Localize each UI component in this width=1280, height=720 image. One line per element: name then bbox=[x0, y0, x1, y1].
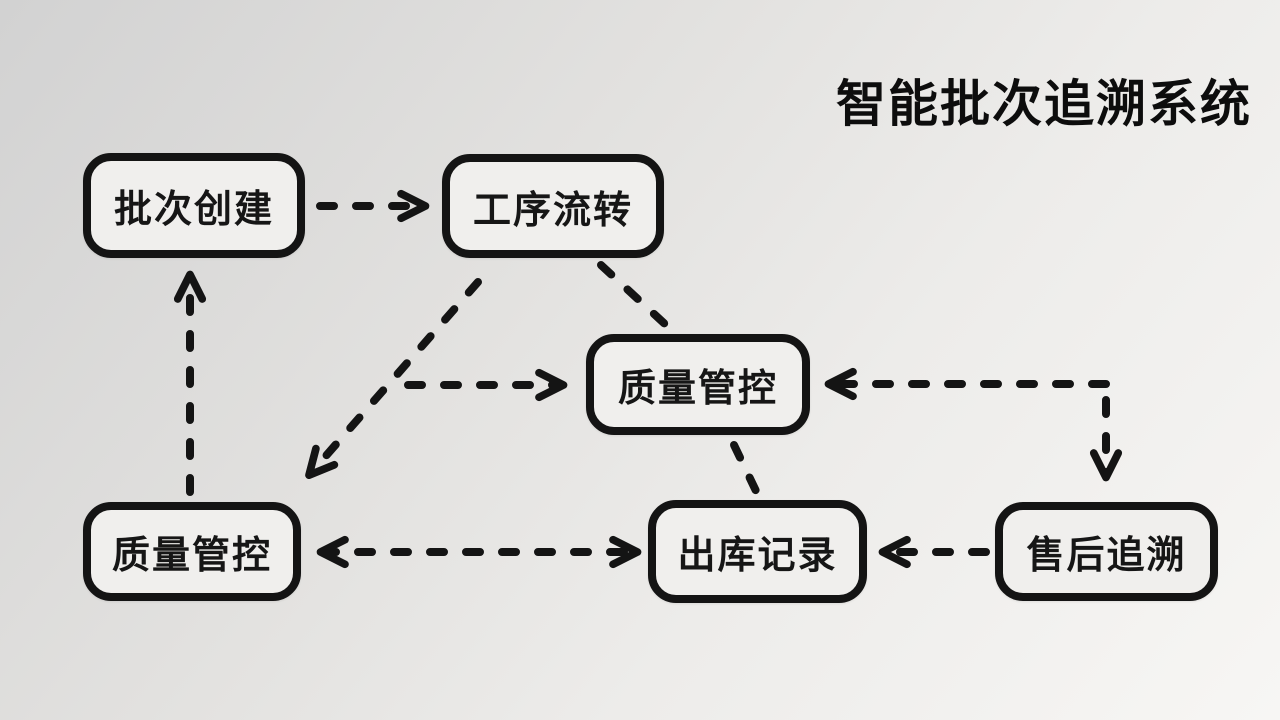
node-batch-create: 批次创建 bbox=[83, 153, 305, 258]
node-process-flow: 工序流转 bbox=[442, 154, 664, 258]
edge-process-to-quality-left bbox=[305, 278, 482, 479]
node-quality-control-left-label: 质量管控 bbox=[111, 535, 272, 577]
node-outbound-record-label: 出库记录 bbox=[677, 535, 838, 577]
node-aftersales-trace-label: 售后追溯 bbox=[1026, 535, 1187, 577]
node-aftersales-trace: 售后追溯 bbox=[995, 502, 1218, 601]
node-batch-create-label: 批次创建 bbox=[113, 189, 274, 231]
node-quality-control-left: 质量管控 bbox=[83, 502, 301, 601]
page-title: 智能批次追溯系统 bbox=[836, 76, 1252, 132]
node-outbound-record: 出库记录 bbox=[648, 500, 867, 603]
node-quality-control-mid: 质量管控 bbox=[586, 334, 810, 435]
edge-process-to-quality-mid bbox=[597, 261, 671, 330]
node-quality-control-mid-label: 质量管控 bbox=[617, 368, 778, 410]
node-process-flow-label: 工序流转 bbox=[472, 189, 633, 232]
edge-quality-mid-to-outbound bbox=[730, 441, 761, 497]
